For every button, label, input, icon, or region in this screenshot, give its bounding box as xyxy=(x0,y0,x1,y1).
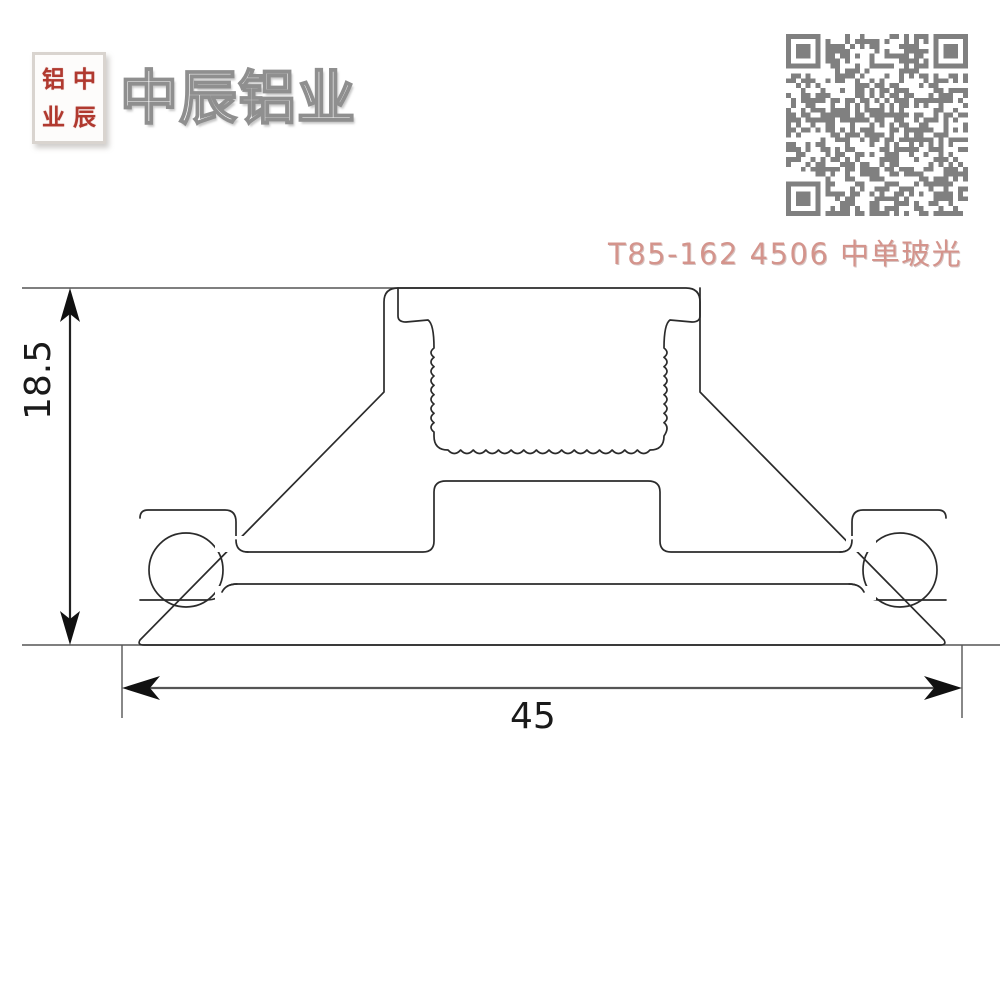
lower-chamber-top-wall xyxy=(139,480,947,553)
dimension-width-label: 45 xyxy=(510,696,556,737)
qr-code-svg xyxy=(786,34,968,216)
channel-serrated-path xyxy=(397,287,701,455)
part-title: T85-162 4506 中单玻光 xyxy=(608,237,963,271)
arrow-left-icon xyxy=(122,676,160,700)
dimension-height xyxy=(60,288,80,645)
seal-char-1: 铝 xyxy=(42,65,65,93)
arrow-up-icon xyxy=(60,288,80,322)
keyhole-throat-masks xyxy=(215,536,876,600)
screw-port-left-icon xyxy=(148,532,224,608)
company-name: 中辰铝业 xyxy=(119,64,357,132)
seal-char-2: 中 xyxy=(73,65,96,93)
seal-stamp-icon: 铝 中 业 辰 xyxy=(32,52,106,144)
profile-body xyxy=(138,287,946,646)
qr-code-icon[interactable] xyxy=(786,34,968,216)
seal-char-3: 业 xyxy=(42,103,65,131)
dimension-height-label: 18.5 xyxy=(18,339,59,420)
keyhole-throat-edges xyxy=(221,539,865,593)
screw-port-right-icon xyxy=(862,532,938,608)
company-logo: 铝 中 业 辰 中辰铝业 xyxy=(32,52,356,144)
lower-chamber xyxy=(139,480,947,608)
arrow-down-icon xyxy=(60,611,80,645)
dimension-width xyxy=(122,676,962,700)
extension-lines xyxy=(22,287,1000,718)
lower-chamber-bottom-wall xyxy=(139,583,947,601)
seal-char-4: 辰 xyxy=(73,103,96,131)
profile-outline xyxy=(138,287,946,646)
arrow-right-icon xyxy=(924,676,962,700)
glazing-channel xyxy=(397,287,701,455)
